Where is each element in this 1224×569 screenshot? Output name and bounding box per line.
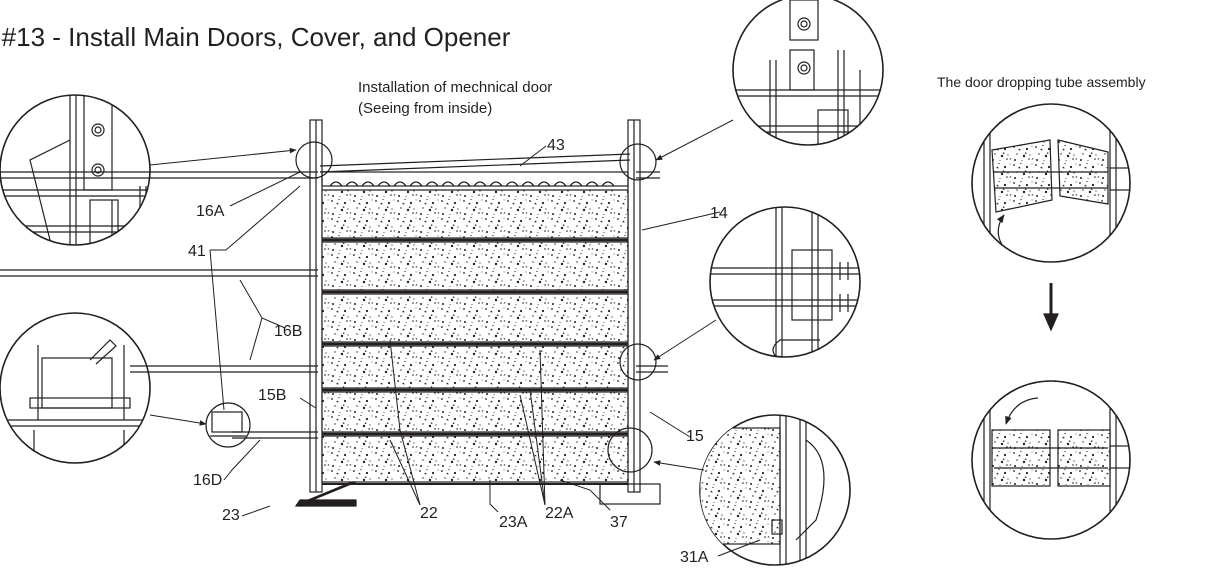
label-43: 43 <box>547 137 565 154</box>
label-14: 14 <box>710 205 728 222</box>
detail-circle-top-left <box>0 94 151 246</box>
label-22a: 22A <box>545 505 574 522</box>
label-16a: 16A <box>196 203 225 220</box>
detail-circle-top-right <box>732 0 884 146</box>
label-23: 23 <box>222 507 240 524</box>
main-view-caption-line1: Installation of mechnical door <box>358 79 553 96</box>
label-41: 41 <box>188 243 206 260</box>
page-title: p #13 - Install Main Doors, Cover, and O… <box>0 22 511 52</box>
main-view-caption-line2: (Seeing from inside) <box>358 100 493 117</box>
detail-circle-right-middle <box>709 206 861 358</box>
detail-circle-bottom-right <box>699 414 851 566</box>
tube-assembly-before <box>971 103 1131 263</box>
label-22: 22 <box>420 505 438 522</box>
detail-circle-left-middle <box>0 312 151 464</box>
label-16d: 16D <box>193 472 222 489</box>
label-23a: 23A <box>499 514 528 531</box>
main-door-assembly <box>0 119 668 507</box>
tube-assembly-after <box>971 380 1131 540</box>
label-16b: 16B <box>274 323 302 340</box>
callout-labels: 43 14 16A 41 16B 15B 15 16D 23 22 23A 22… <box>188 137 728 566</box>
leader-lines <box>149 119 761 557</box>
label-37: 37 <box>610 514 628 531</box>
down-arrow-icon <box>1043 283 1059 332</box>
label-31a: 31A <box>680 549 709 566</box>
label-15: 15 <box>686 428 704 445</box>
tube-assembly-caption: The door dropping tube assembly <box>937 74 1146 90</box>
label-15b: 15B <box>258 387 286 404</box>
